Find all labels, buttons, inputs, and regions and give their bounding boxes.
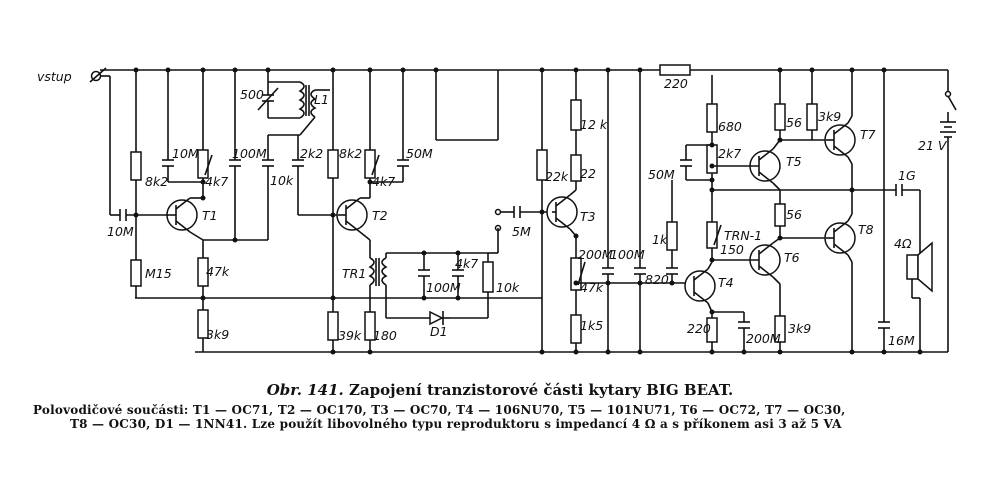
label-4k7-a: 4k7 (205, 174, 228, 189)
label-8k2-a: 8k2 (145, 174, 168, 189)
caption-line-2: T8 — OC30, D1 — 1NN41. Lze použít libovo… (70, 417, 842, 431)
label-500: 500 (240, 87, 264, 102)
label-1k5: 1k5 (580, 318, 603, 333)
transistor-t2 (336, 199, 368, 231)
label-220: 220 (664, 76, 688, 91)
label-t7: T7 (860, 127, 876, 142)
label-t1: T1 (202, 208, 218, 223)
label-200m-b: 200M (746, 331, 781, 346)
label-10m-b: 10M (107, 224, 134, 239)
label-tr1: TR1 (342, 266, 366, 281)
label-100m-b: 100M (426, 280, 461, 295)
label-t5: T5 (786, 154, 802, 169)
label-10k: 10k (270, 173, 294, 188)
label-220-b: 220 (687, 321, 711, 336)
label-3k9-b: 3k9 (818, 109, 841, 124)
label-1k: 1k (652, 232, 668, 247)
input-jack (89, 67, 120, 216)
label-1g: 1G (898, 168, 916, 183)
label-16m: 16M (888, 333, 915, 348)
label-4ohm: 4Ω (894, 236, 912, 251)
transistor-t7 (824, 124, 856, 156)
resistor-220 (659, 64, 691, 76)
junctions (133, 67, 923, 355)
label-3k9-c: 3k9 (788, 321, 811, 336)
label-200m-a: 200M (578, 247, 613, 262)
caption-line-1: Polovodičové součásti: T1 — OC71, T2 — O… (33, 403, 846, 417)
label-d1: D1 (430, 324, 448, 339)
circuit-schematic: vstup 220 500 L1 10M 100M 2k2 8k2 50M 8k… (37, 64, 957, 355)
label-4k7-b: 4k7 (372, 174, 395, 189)
caption-title-line: Obr. 141. Zapojení tranzistorové části k… (0, 381, 1000, 399)
label-56-a: 56 (786, 115, 802, 130)
label-39k: 39k (338, 328, 362, 343)
label-50m-a: 50M (406, 146, 433, 161)
speaker (906, 254, 919, 280)
label-56-b: 56 (786, 207, 802, 222)
label-l1: L1 (314, 92, 329, 107)
figure-caption: Obr. 141. Zapojení tranzistorové části k… (0, 381, 1000, 431)
label-vstup: vstup (37, 69, 72, 84)
label-47k-b: 47k (580, 280, 604, 295)
label-2k2: 2k2 (300, 146, 323, 161)
label-150: 150 (720, 242, 744, 257)
label-21v: 21 V (918, 138, 948, 153)
label-22k: 22k (545, 169, 569, 184)
label-m15: M15 (145, 266, 172, 281)
label-680: 680 (718, 119, 742, 134)
label-47k-a: 47k (206, 264, 230, 279)
label-2k7: 2k7 (718, 146, 741, 161)
figure-number: Obr. 141. (266, 381, 344, 399)
label-50m-b: 50M (648, 167, 675, 182)
t3-stage (536, 70, 700, 352)
t1-stage (130, 70, 241, 352)
label-3k9-a: 3k9 (206, 327, 229, 342)
label-5m: 5M (512, 224, 531, 239)
label-t8: T8 (858, 222, 874, 237)
capacitor-10m-input (119, 209, 165, 221)
label-trn1: TRN-1 (724, 228, 762, 243)
t2-stage (292, 70, 494, 352)
label-180: 180 (373, 328, 397, 343)
label-t3: T3 (580, 209, 596, 224)
label-22: 22 (580, 166, 596, 181)
coupling-10k (235, 159, 274, 241)
label-820: 820 (645, 272, 669, 287)
label-t6: T6 (784, 250, 800, 265)
input-switch (435, 70, 552, 254)
transistor-t8 (824, 222, 856, 254)
output-stage (666, 70, 957, 352)
label-4k7-c: 4k7 (455, 256, 478, 271)
figure-title: Zapojení tranzistorové části kytary BIG … (349, 381, 734, 399)
tuned-circuit-l1 (257, 70, 330, 160)
label-100m-c: 100M (610, 247, 645, 262)
label-12k: 12 k (580, 117, 608, 132)
label-10k-pot: 10k (496, 280, 520, 295)
label-8k2-b: 8k2 (339, 146, 362, 161)
label-t4: T4 (718, 275, 734, 290)
label-10m-a: 10M (172, 146, 199, 161)
label-t2: T2 (372, 208, 388, 223)
transistor-t4 (684, 270, 716, 302)
label-100m-a: 100M (232, 146, 267, 161)
transistor-t3 (546, 196, 578, 228)
